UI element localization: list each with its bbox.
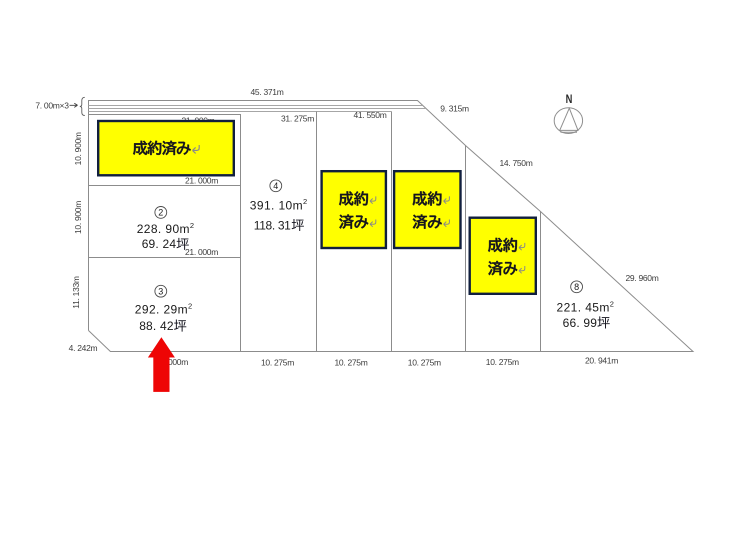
svg-text:11. 133m: 11. 133m <box>71 276 81 309</box>
svg-text:10. 275m: 10. 275m <box>408 358 441 368</box>
svg-text:2: 2 <box>303 197 307 206</box>
svg-text:N: N <box>566 93 573 106</box>
svg-text:20. 941m: 20. 941m <box>585 356 618 366</box>
svg-text:221. 45m: 221. 45m <box>557 301 610 315</box>
svg-text:10. 275m: 10. 275m <box>261 358 294 368</box>
svg-text:2: 2 <box>610 299 614 308</box>
svg-text:66. 99: 66. 99 <box>563 316 598 330</box>
svg-text:3: 3 <box>158 286 163 296</box>
svg-text:118. 31: 118. 31 <box>254 218 291 232</box>
svg-text:391. 10m: 391. 10m <box>250 198 303 212</box>
svg-text:4: 4 <box>273 181 278 191</box>
svg-text:14. 750m: 14. 750m <box>499 158 532 168</box>
svg-text:10. 900m: 10. 900m <box>73 132 83 165</box>
svg-text:9. 315m: 9. 315m <box>440 104 469 114</box>
svg-text:21. 000m: 21. 000m <box>155 357 188 367</box>
svg-text:292. 29m: 292. 29m <box>135 303 188 317</box>
svg-text:29. 960m: 29. 960m <box>625 273 658 283</box>
svg-text:2: 2 <box>190 221 194 230</box>
svg-text:10. 275m: 10. 275m <box>334 358 367 368</box>
svg-text:41. 550m: 41. 550m <box>353 110 386 120</box>
svg-text:10. 275m: 10. 275m <box>486 357 519 367</box>
svg-text:88. 42: 88. 42 <box>139 319 174 333</box>
svg-text:2: 2 <box>188 301 192 310</box>
svg-text:8: 8 <box>574 282 579 292</box>
svg-text:4. 242m: 4. 242m <box>69 343 98 353</box>
svg-text:228. 90m: 228. 90m <box>137 222 190 236</box>
svg-text:2: 2 <box>158 208 163 218</box>
svg-text:10. 900m: 10. 900m <box>73 201 83 234</box>
svg-text:45. 371m: 45. 371m <box>250 87 283 97</box>
svg-text:7. 00m×3: 7. 00m×3 <box>35 101 69 111</box>
svg-text:31. 275m: 31. 275m <box>281 114 314 124</box>
svg-text:21. 000m: 21. 000m <box>185 176 218 186</box>
svg-text:69. 24: 69. 24 <box>142 237 177 251</box>
svg-text:21. 000m: 21. 000m <box>185 247 218 257</box>
